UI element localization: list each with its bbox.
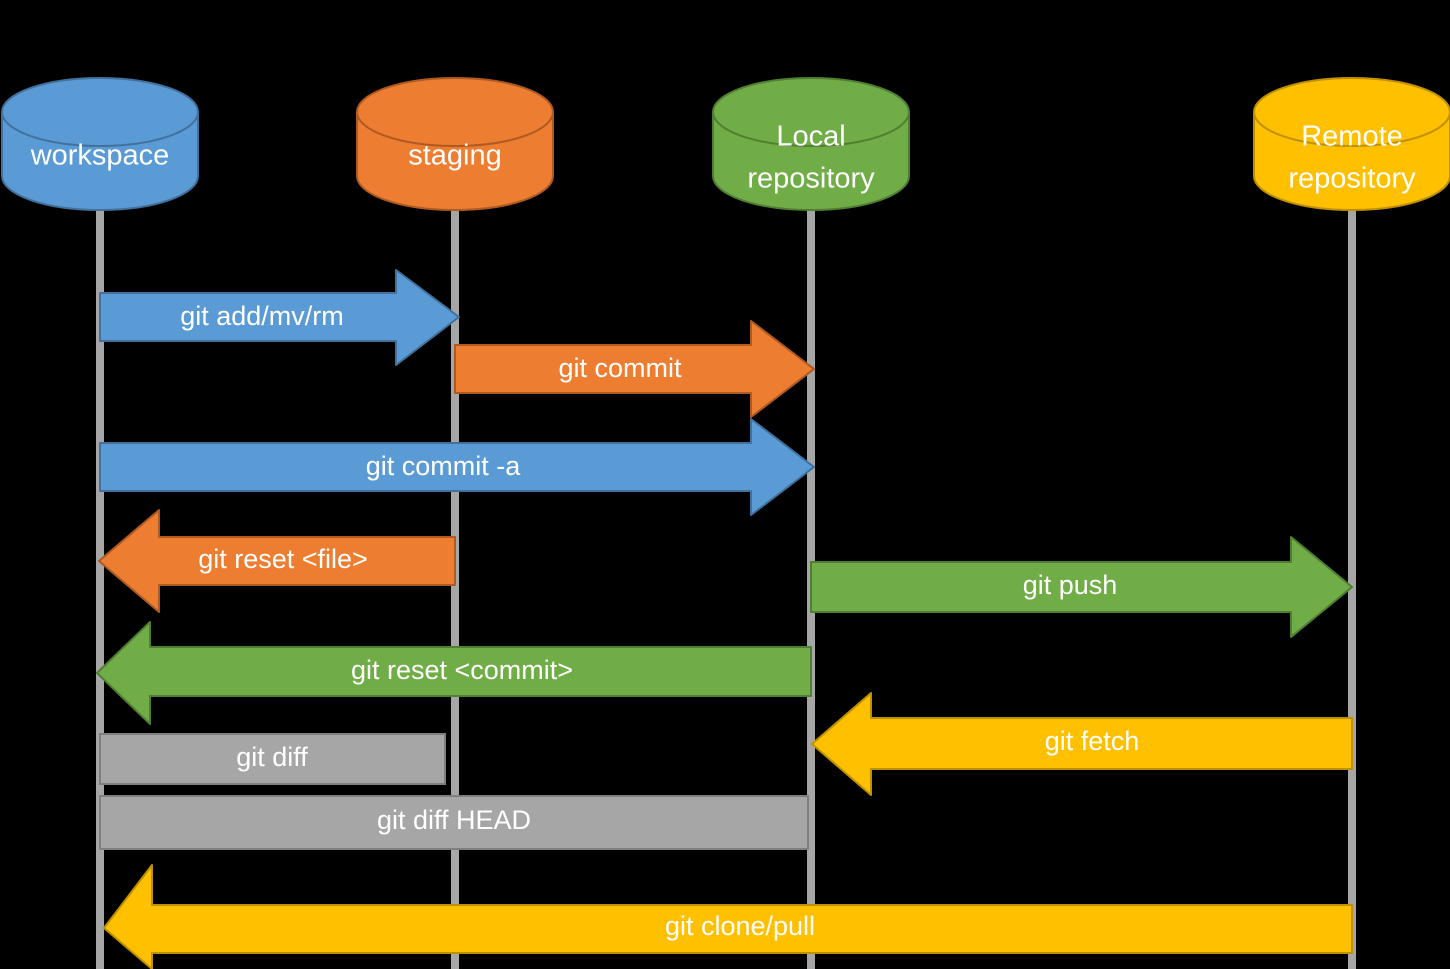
arrow-label-git-push: git push	[1023, 570, 1118, 600]
arrow-git-reset-file[interactable]: git reset <file>	[98, 509, 456, 613]
node-label-local-repository-line2: repository	[747, 163, 875, 195]
arrow-git-reset-commit[interactable]: git reset <commit>	[96, 621, 812, 725]
node-staging[interactable]: staging	[356, 77, 554, 211]
arrow-label-git-reset-commit: git reset <commit>	[351, 655, 573, 685]
arrow-git-add[interactable]: git add/mv/rm	[99, 269, 460, 366]
arrow-label-git-diff: git diff	[236, 742, 308, 772]
arrow-label-git-reset-file: git reset <file>	[198, 544, 368, 574]
node-remote-repository[interactable]: Remote repository	[1253, 77, 1450, 211]
arrow-label-git-commit: git commit	[558, 353, 682, 383]
node-local-repository[interactable]: Local repository	[712, 77, 910, 211]
arrow-label-git-add: git add/mv/rm	[180, 301, 344, 331]
arrow-git-clone-pull[interactable]: git clone/pull	[103, 864, 1353, 969]
arrow-git-commit[interactable]: git commit	[454, 320, 815, 418]
node-label-remote-repository-line2: repository	[1288, 163, 1416, 195]
node-label-local-repository-line1: Local	[776, 121, 845, 153]
arrow-label-git-commit-a: git commit -a	[366, 451, 522, 481]
lifeline-remote	[1348, 196, 1356, 969]
arrow-git-fetch[interactable]: git fetch	[811, 692, 1353, 796]
arrow-label-git-diff-head: git diff HEAD	[377, 805, 531, 835]
arrow-label-git-clone-pull: git clone/pull	[665, 911, 815, 941]
node-label-workspace: workspace	[30, 140, 170, 172]
lifeline-workspace	[96, 196, 104, 969]
node-label-staging: staging	[408, 140, 502, 172]
arrow-git-commit-a[interactable]: git commit -a	[99, 418, 815, 516]
node-workspace[interactable]: workspace	[1, 77, 199, 211]
arrow-git-push[interactable]: git push	[810, 536, 1353, 638]
bar-git-diff[interactable]: git diff	[99, 733, 446, 785]
bar-git-diff-head[interactable]: git diff HEAD	[99, 795, 809, 850]
node-label-remote-repository-line1: Remote	[1301, 121, 1403, 153]
arrow-label-git-fetch: git fetch	[1045, 726, 1140, 756]
